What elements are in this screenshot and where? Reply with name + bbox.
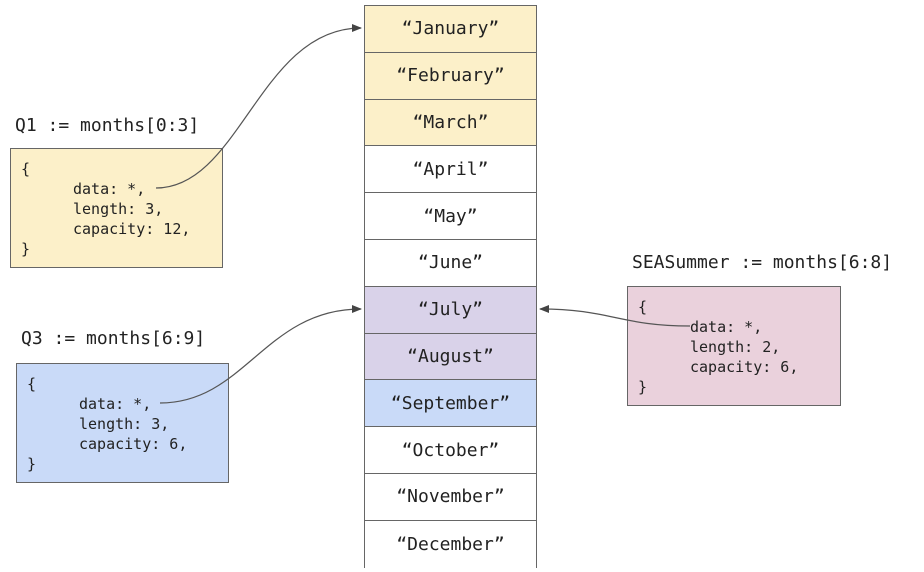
sea-summer-open-brace: { <box>638 298 648 316</box>
q3-slice-header: { data: *, length: 3, capacity: 6,} <box>16 363 229 483</box>
q3-length-field: length: 3, <box>79 415 170 433</box>
q1-slice-label: Q1 := months[0:3] <box>15 115 200 136</box>
month-cell-april: “April” <box>365 146 536 194</box>
q1-capacity-field: capacity: 12, <box>73 220 191 238</box>
sea-summer-slice-header: { data: *, length: 2, capacity: 6,} <box>627 286 841 406</box>
q3-data-field: data: *, <box>79 395 152 413</box>
month-cell-july: “July” <box>365 286 536 334</box>
q1-close-brace: } <box>21 240 31 258</box>
q3-slice-label: Q3 := months[6:9] <box>21 328 206 349</box>
month-cell-february: “February” <box>365 52 536 100</box>
q1-open-brace: { <box>21 160 31 178</box>
sea-summer-length-field: length: 2, <box>690 338 781 356</box>
sea-summer-capacity-field: capacity: 6, <box>690 358 799 376</box>
q3-open-brace: { <box>27 375 37 393</box>
month-cell-june: “June” <box>365 239 536 287</box>
q1-slice-header: { data: *, length: 3, capacity: 12,} <box>10 148 223 268</box>
month-cell-march: “March” <box>365 99 536 147</box>
sea-summer-data-field: data: *, <box>690 318 763 336</box>
month-cell-january: “January” <box>365 6 536 53</box>
month-cell-november: “November” <box>365 473 536 521</box>
month-cell-december: “December” <box>365 520 536 568</box>
month-cell-august: “August” <box>365 333 536 381</box>
month-cell-may: “May” <box>365 193 536 240</box>
q1-length-field: length: 3, <box>73 200 164 218</box>
q3-capacity-field: capacity: 6, <box>79 435 188 453</box>
sea-summer-close-brace: } <box>638 378 648 396</box>
months-array: “January” “February” “March” “April” “Ma… <box>364 5 537 568</box>
month-cell-october: “October” <box>365 427 536 474</box>
q3-close-brace: } <box>27 455 37 473</box>
month-cell-september: “September” <box>365 380 536 428</box>
q1-data-field: data: *, <box>73 180 146 198</box>
sea-summer-slice-label: SEASummer := months[6:8] <box>632 252 893 273</box>
